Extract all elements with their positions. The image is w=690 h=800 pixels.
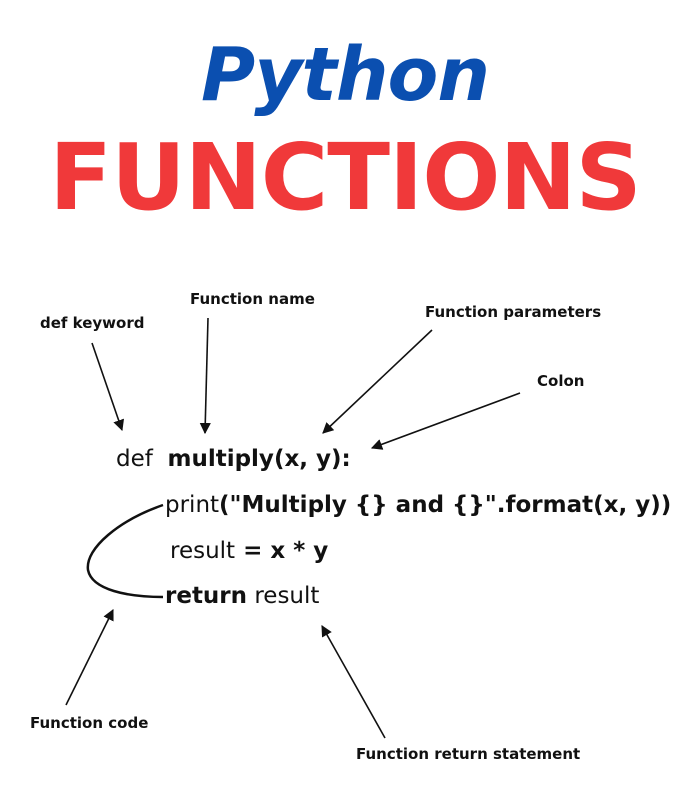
arrow-def-keyword [91, 342, 125, 432]
code-function-params: (x, y) [273, 446, 342, 472]
code-line-def: def multiply(x, y): [116, 448, 351, 471]
label-function-code: Function code [30, 714, 149, 732]
arrow-function-parameters [322, 329, 433, 434]
arrow-return-statement [321, 625, 386, 739]
code-print-call: print [165, 492, 220, 518]
label-colon: Colon [537, 372, 585, 390]
label-function-parameters: Function parameters [425, 303, 602, 321]
code-colon: : [341, 446, 351, 472]
label-def-keyword: def keyword [40, 314, 145, 332]
title-python: Python [200, 32, 490, 118]
code-expression: = x * y [235, 538, 329, 564]
code-print-args: ("Multiply {} and {}".format(x, y)) [219, 492, 672, 518]
label-function-name: Function name [190, 290, 315, 308]
code-function-name: multiply [167, 446, 274, 472]
bracket-function-body [86, 503, 164, 599]
title-functions: FUNCTIONS [49, 124, 642, 231]
code-line-print: print("Multiply {} and {}".format(x, y)) [165, 494, 671, 517]
code-result-var: result [170, 538, 236, 564]
arrow-colon [370, 392, 521, 450]
code-line-return: return result [165, 585, 319, 608]
arrow-function-code [65, 608, 114, 706]
code-return-keyword: return [165, 583, 248, 609]
code-def-keyword: def [116, 446, 153, 472]
label-function-return-statement: Function return statement [356, 745, 581, 763]
code-line-assign: result = x * y [170, 540, 328, 563]
code-return-value: result [247, 583, 320, 609]
arrow-function-name [199, 317, 211, 435]
